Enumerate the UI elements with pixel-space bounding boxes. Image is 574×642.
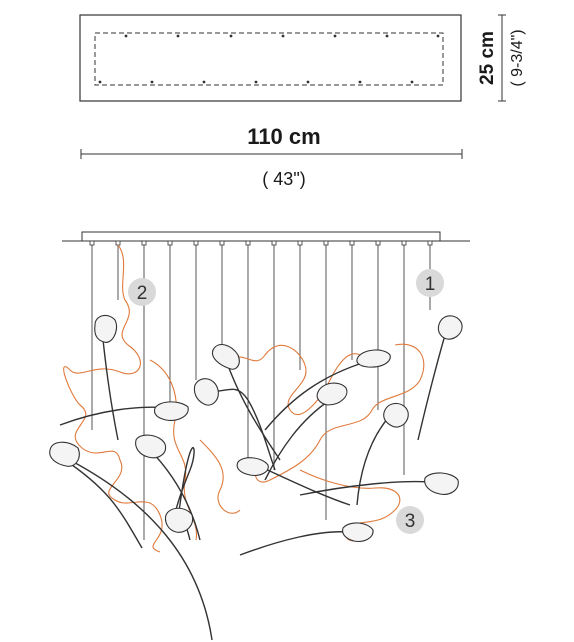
wire-right-middle — [254, 343, 425, 483]
stem-11 — [356, 417, 389, 506]
stem-1 — [59, 454, 213, 641]
mounting-point-bottom-2 — [150, 80, 154, 84]
flower-stems — [59, 329, 446, 641]
cable-anchor-6 — [219, 240, 225, 246]
height-imperial-label: ( 9-3/4") — [509, 29, 526, 86]
flower-head-10 — [135, 434, 167, 459]
mounting-point-bottom-6 — [358, 80, 362, 84]
callout-3-label: 3 — [405, 511, 416, 532]
cable-anchor-2 — [115, 240, 121, 246]
mounting-point-bottom-3 — [202, 80, 206, 84]
width-imperial-label: ( 43") — [262, 169, 305, 189]
mounting-point-bottom-4 — [254, 80, 258, 84]
canopy-side — [81, 231, 441, 242]
flower-head-4 — [437, 315, 463, 340]
flower-head-12 — [424, 472, 459, 495]
callout-3: 3 — [396, 506, 424, 534]
stem-6 — [225, 359, 281, 461]
wire-left — [63, 244, 163, 553]
callout-1-circle — [416, 269, 444, 297]
stem-13 — [299, 480, 431, 496]
cable-anchor-12 — [375, 240, 381, 246]
stem-15 — [171, 446, 195, 526]
cable-anchor-11 — [349, 240, 355, 246]
height-dimension: 25 cm ( 9-3/4") — [477, 14, 526, 102]
stem-7 — [209, 388, 276, 471]
stem-8 — [264, 359, 373, 431]
cable-anchor-13 — [401, 240, 407, 246]
cable-anchor-7 — [245, 240, 251, 246]
callout-2: 2 — [128, 278, 156, 306]
flower-head-9 — [49, 441, 80, 467]
stem-14 — [239, 531, 349, 556]
flower-head-8 — [383, 402, 409, 428]
suspension-cables — [89, 240, 433, 540]
flower-heads — [49, 314, 463, 542]
flower-head-7 — [316, 382, 348, 406]
wire-center-lower — [199, 439, 241, 514]
stem-3 — [101, 329, 119, 441]
mounting-point-top-3 — [229, 34, 233, 38]
callout-1-label: 1 — [425, 274, 436, 295]
wire-center — [229, 344, 361, 416]
width-metric-label: 110 cm — [247, 124, 320, 149]
cable-anchor-8 — [271, 240, 277, 246]
mounting-point-bottom-5 — [306, 80, 310, 84]
mounting-point-top-5 — [333, 34, 337, 38]
mounting-point-top-1 — [124, 34, 128, 38]
cable-anchor-3 — [141, 240, 147, 246]
callout-2-label: 2 — [137, 283, 148, 304]
cable-anchor-9 — [297, 240, 303, 246]
mounting-point-bottom-7 — [410, 80, 414, 84]
cable-anchor-4 — [167, 240, 173, 246]
cable-anchor-5 — [193, 240, 199, 246]
cable-anchor-1 — [89, 240, 95, 246]
mounting-point-top-2 — [176, 34, 180, 38]
mounting-plate-outline — [94, 32, 444, 86]
stem-12 — [417, 334, 446, 441]
flower-head-6 — [193, 378, 219, 406]
flower-head-5 — [153, 401, 189, 421]
canopy-outline — [79, 14, 462, 102]
width-dimension: 110 cm ( 43") — [80, 124, 463, 189]
cable-anchor-10 — [323, 240, 329, 246]
callout-3-circle — [396, 506, 424, 534]
mounting-point-top-7 — [436, 34, 440, 38]
callout-2-circle — [128, 278, 156, 306]
stem-2 — [61, 457, 143, 549]
flower-head-2 — [211, 344, 240, 370]
canopy-top-view — [79, 14, 462, 102]
mounting-point-top-6 — [385, 34, 389, 38]
canopy-front-view — [62, 231, 470, 540]
cable-anchor-14 — [427, 240, 433, 246]
flower-head-1 — [94, 314, 118, 343]
flower-head-11 — [236, 457, 269, 476]
flower-head-13 — [164, 507, 194, 533]
flower-head-14 — [342, 522, 374, 542]
mounting-point-top-4 — [281, 34, 285, 38]
mounting-points — [98, 34, 440, 84]
mounting-point-bottom-1 — [98, 80, 102, 84]
flower-head-3 — [356, 349, 391, 368]
callout-1: 1 — [416, 269, 444, 297]
height-metric-label: 25 cm — [477, 31, 498, 85]
